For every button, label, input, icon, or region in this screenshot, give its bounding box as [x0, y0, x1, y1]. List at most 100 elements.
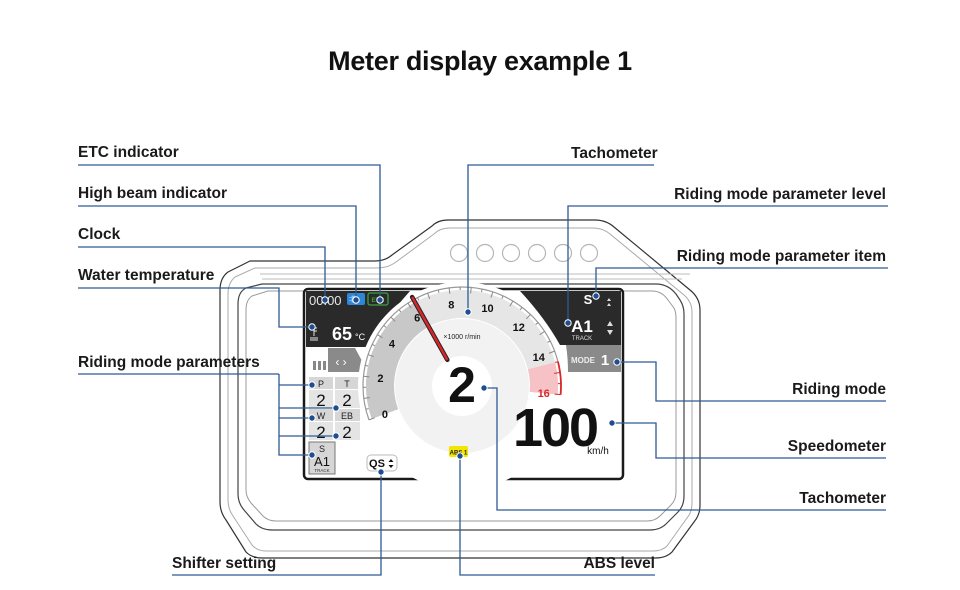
tach-tick [363, 375, 370, 378]
lamp-circle [527, 243, 547, 263]
tach-tick [539, 331, 545, 336]
housing-inner [237, 283, 685, 531]
tach-tick [535, 322, 539, 325]
gear-indicator: 2 [448, 357, 476, 413]
param-s-sub: TRACK [314, 468, 329, 473]
housing-outer [219, 219, 701, 559]
callout-line-speedometer [612, 422, 886, 459]
housing-mid-1 [227, 227, 693, 552]
lamp-circle [501, 243, 521, 263]
lamp-circle [449, 243, 469, 263]
housing-inner-2 [245, 290, 677, 522]
level-bar [313, 361, 316, 370]
tach-unit: ×1000 r/min [443, 334, 480, 341]
label-tachometer-bottom: Tachometer [799, 490, 886, 507]
callout-line-shifter [172, 472, 382, 576]
callout-dot [321, 296, 329, 304]
callout-dot [377, 468, 385, 476]
shifter-setting: QS [369, 458, 385, 470]
tach-tick [554, 372, 561, 374]
tach-tick-label: 16 [538, 388, 550, 400]
param-name: W [317, 411, 326, 421]
tach-tick-label: 2 [377, 373, 383, 385]
tach-tick [407, 302, 412, 309]
tach-tick [377, 334, 383, 339]
param-cell-bg [335, 409, 360, 421]
riding-mode-label: MODE [571, 356, 596, 365]
label-clock: Clock [78, 226, 121, 243]
callout-line-abs [459, 456, 655, 576]
speed-readout: 100 [513, 398, 597, 458]
param-s-value: A1 [314, 454, 330, 469]
label-shifter-setting: Shifter setting [172, 555, 277, 572]
tach-tick [437, 289, 440, 293]
top-right-band [520, 291, 621, 345]
param-item: S [584, 292, 593, 307]
param-tab [328, 348, 368, 372]
tach-tick [398, 309, 402, 313]
tach-tick [383, 325, 387, 328]
param-value: 2 [316, 423, 325, 442]
label-riding-mode-parameters: Riding mode parameters [78, 354, 260, 371]
gear-disc [432, 356, 492, 416]
diagram-title: Meter display example 1 [328, 46, 632, 76]
tach-redzone [527, 362, 558, 395]
tach-tick [519, 306, 523, 310]
callout-dot [456, 452, 464, 460]
tach-tick [363, 397, 370, 399]
param-cell-bg [335, 422, 360, 440]
tach-tick [509, 300, 514, 307]
tach-tick [554, 361, 559, 363]
tach-tick [547, 340, 551, 343]
callout-dot [352, 296, 360, 304]
callout-dot [332, 432, 340, 440]
riding-mode-value: 1 [601, 352, 609, 369]
level-bar [318, 361, 321, 370]
param-cell-bg [335, 390, 360, 408]
callout-line-water-temp [78, 287, 312, 328]
tach-needle [411, 296, 449, 361]
param-item-arrows-icon [607, 298, 611, 306]
label-water-temperature: Water temperature [78, 267, 215, 284]
water-temp-value: 65 [332, 324, 352, 344]
tach-tick [365, 364, 369, 367]
param-level-arrows-icon [607, 321, 613, 335]
callout-line-param-item [595, 267, 888, 296]
callout-line-high-beam [78, 205, 357, 300]
param-tab-arrows[interactable]: ‹ › [335, 355, 346, 369]
callout-line-etc [78, 164, 381, 300]
callout-dot [308, 381, 316, 389]
param-value: 2 [316, 391, 325, 410]
tach-tick [371, 343, 376, 347]
lamp-circle [475, 243, 495, 263]
housing-mid-2 [260, 273, 690, 280]
callout-line-tachometer-top [467, 164, 654, 312]
tach-tick [525, 314, 531, 320]
callout-dot [308, 323, 316, 331]
level-bar [323, 361, 326, 370]
callout-dot [613, 358, 621, 366]
label-high-beam-indicator: High beam indicator [78, 185, 227, 202]
label-riding-mode-parameter-item: Riding mode parameter item [676, 248, 886, 265]
param-name: EB [341, 411, 353, 421]
tach-tick [417, 297, 420, 301]
param-cell-bg [335, 377, 360, 389]
param-value: 2 [342, 391, 351, 410]
callout-line-riding-mode [617, 361, 886, 402]
callout-dot [332, 404, 340, 412]
tach-tick [367, 354, 374, 358]
tach-tick [448, 287, 451, 294]
tach-tick [390, 316, 396, 322]
callout-line-tachometer-bottom [484, 387, 886, 511]
label-abs-level: ABS level [583, 555, 655, 572]
meter-housing [219, 219, 701, 559]
callout-dot [480, 384, 488, 392]
lamp-circle [579, 243, 599, 263]
callout-lines [78, 164, 888, 576]
etc-indicator [367, 292, 389, 306]
label-etc-indicator: ETC indicator [78, 144, 179, 161]
tach-bar-fill [366, 302, 429, 419]
tach-tick-label: 4 [389, 338, 396, 350]
